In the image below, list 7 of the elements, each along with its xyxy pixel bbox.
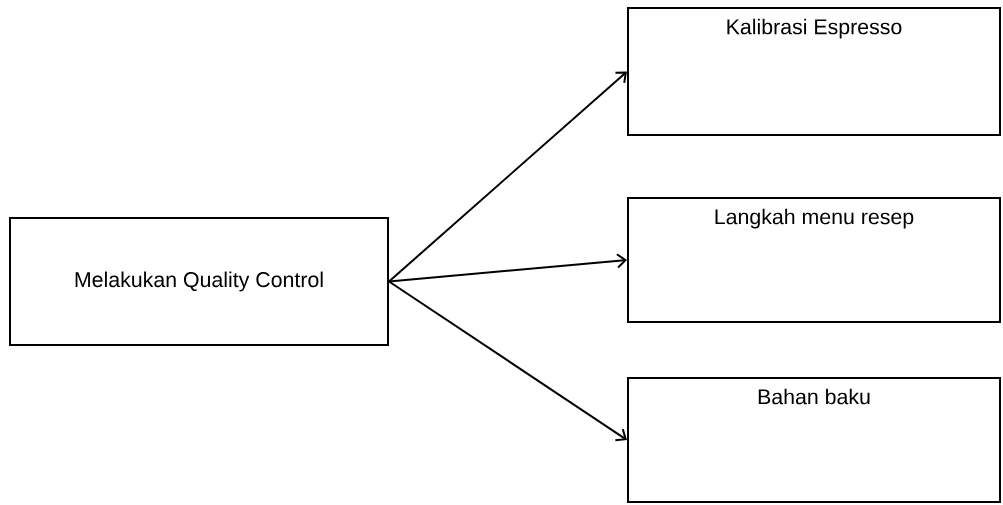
arrow	[388, 71, 627, 283]
process-box: Melakukan Quality Control	[9, 217, 389, 346]
arrow	[388, 280, 627, 442]
process-box: Kalibrasi Espresso	[627, 7, 1001, 136]
process-box: Langkah menu resep	[627, 197, 1001, 323]
arrow	[388, 253, 627, 283]
process-box: Bahan baku	[627, 377, 1001, 503]
